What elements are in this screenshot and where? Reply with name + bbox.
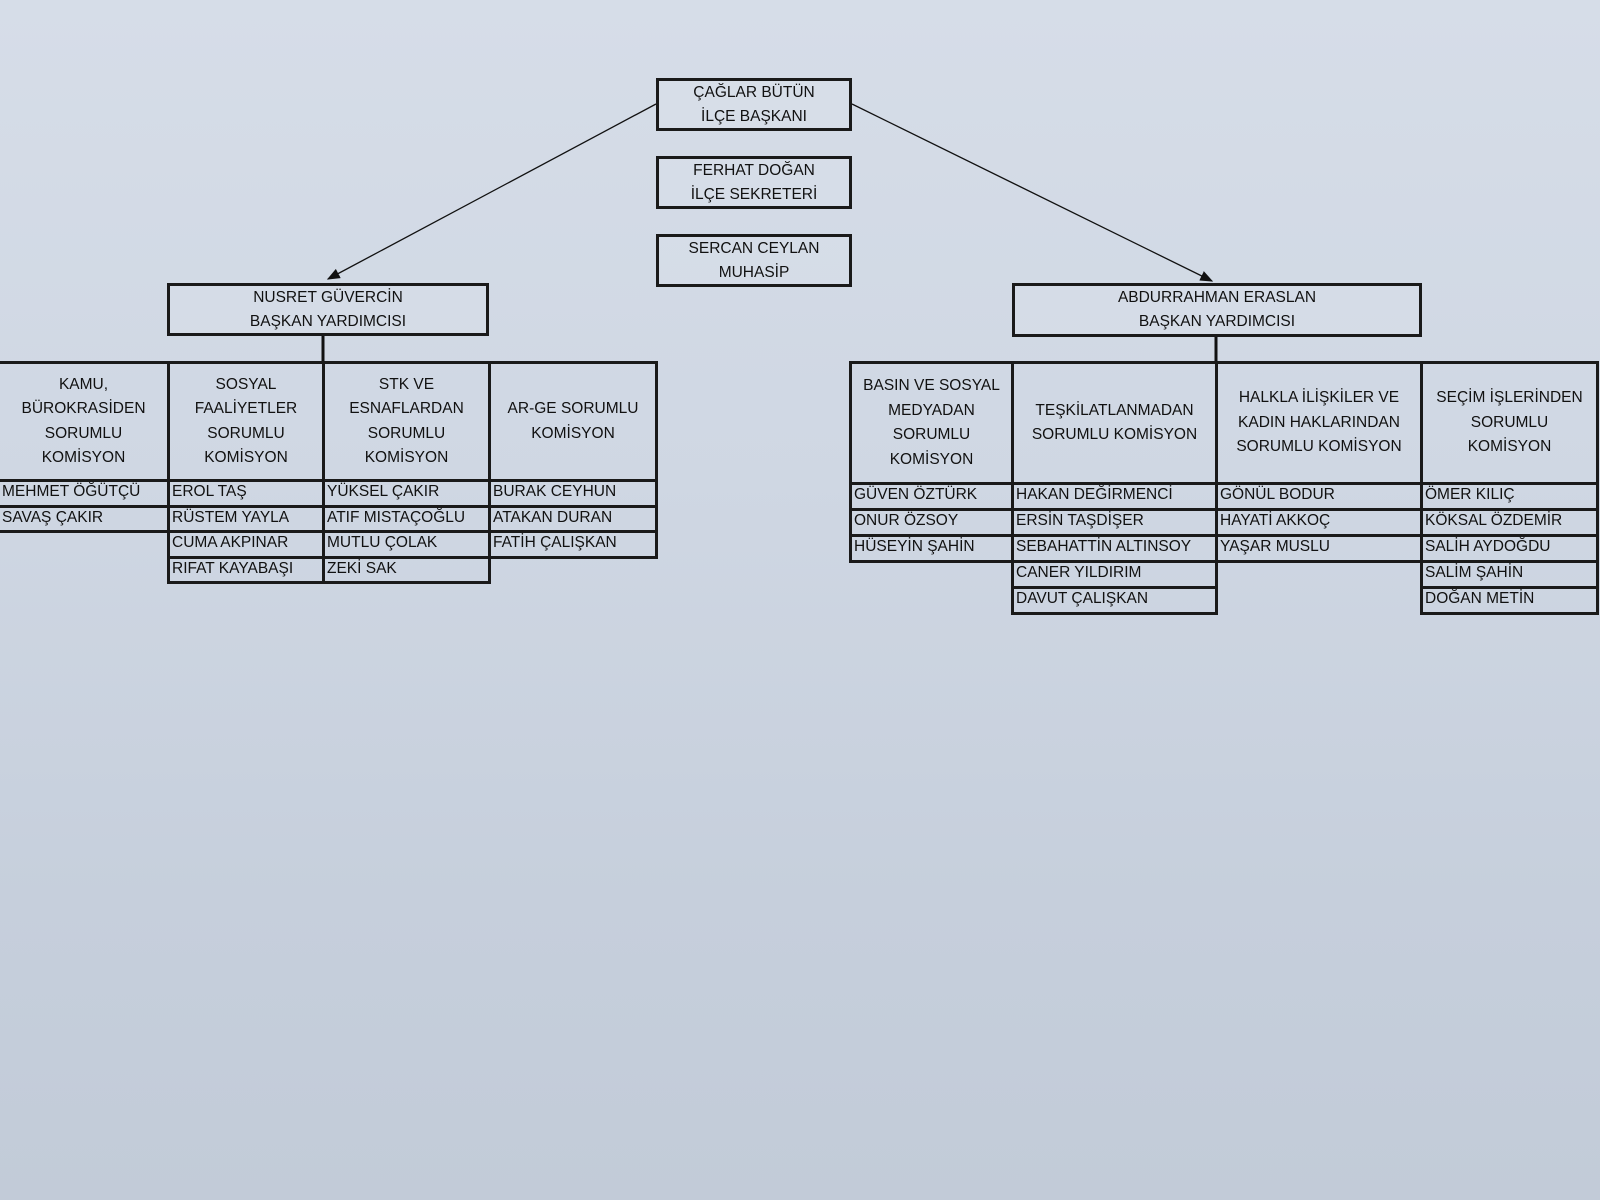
member-row: ERSİN TAŞDİŞER <box>1011 508 1218 537</box>
member-row: EROL TAŞ <box>167 479 325 508</box>
member-row: HÜSEYİN ŞAHİN <box>849 534 1014 563</box>
member-row: YÜKSEL ÇAKIR <box>322 479 491 508</box>
member-row: GÜVEN ÖZTÜRK <box>849 482 1014 511</box>
member-row: BURAK CEYHUN <box>488 479 658 508</box>
member-row: CANER YILDIRIM <box>1011 560 1218 589</box>
member-row: SAVAŞ ÇAKIR <box>0 504 170 533</box>
member-row: ONUR ÖZSOY <box>849 508 1014 537</box>
secretary-name: FERHAT DOĞAN <box>693 161 815 179</box>
member-row: RIFAT KAYABAŞI <box>167 555 325 584</box>
member-row: ÖMER KILIÇ <box>1420 482 1599 511</box>
member-row: DAVUT ÇALIŞKAN <box>1011 586 1218 615</box>
secretary-box: FERHAT DOĞAN İLÇE SEKRETERİ <box>656 156 852 209</box>
member-row: SALİH AYDOĞDU <box>1420 534 1599 563</box>
commission-title: AR-GE SORUMLU KOMİSYON <box>488 361 658 482</box>
member-row: SEBAHATTİN ALTINSOY <box>1011 534 1218 563</box>
deputy-right-title: BAŞKAN YARDIMCISI <box>1138 313 1296 330</box>
member-row: KÖKSAL ÖZDEMİR <box>1420 508 1599 537</box>
member-row: YAŞAR MUSLU <box>1215 534 1423 563</box>
accountant-box: SERCAN CEYLAN MUHASİP <box>656 234 852 287</box>
chairman-box: ÇAĞLAR BÜTÜN İLÇE BAŞKANI <box>656 78 852 131</box>
member-row: HAKAN DEĞİRMENCİ <box>1011 482 1218 511</box>
commission-title: HALKLA İLİŞKİLER VE KADIN HAKLARINDAN SO… <box>1215 361 1423 485</box>
member-row: CUMA AKPINAR <box>167 530 325 559</box>
commission-title: SOSYAL FAALİYETLER SORUMLU KOMİSYON <box>167 361 325 482</box>
member-row: SALİM ŞAHİN <box>1420 560 1599 589</box>
secretary-title: İLÇE SEKRETERİ <box>690 185 818 203</box>
member-row: FATİH ÇALIŞKAN <box>488 530 658 559</box>
commission-title: KAMU, BÜROKRASİDEN SORUMLU KOMİSYON <box>0 361 170 482</box>
connector-arrow-left <box>326 103 657 280</box>
accountant-title: MUHASİP <box>718 263 790 281</box>
commission-title: STK VE ESNAFLARDAN SORUMLU KOMİSYON <box>322 361 491 482</box>
chairman-title: İLÇE BAŞKANI <box>701 107 807 125</box>
deputy-right-box: ABDURRAHMAN ERASLAN BAŞKAN YARDIMCISI <box>1012 283 1422 337</box>
member-row: ATAKAN DURAN <box>488 504 658 533</box>
member-row: DOĞAN METİN <box>1420 586 1599 615</box>
connector-arrow-right <box>851 103 1214 282</box>
deputy-left-name: NUSRET GÜVERCİN <box>253 288 403 306</box>
commission-title: BASIN VE SOSYAL MEDYADAN SORUMLU KOMİSYO… <box>849 361 1014 485</box>
deputy-left-title: BAŞKAN YARDIMCISI <box>249 312 407 330</box>
member-row: MEHMET ÖĞÜTÇÜ <box>0 479 170 508</box>
accountant-name: SERCAN CEYLAN <box>688 239 820 257</box>
member-row: ATIF MISTAÇOĞLU <box>322 504 491 533</box>
commission-title: SEÇİM İŞLERİNDEN SORUMLU KOMİSYON <box>1420 361 1599 485</box>
commission-title: TEŞKİLATLANMADAN SORUMLU KOMİSYON <box>1011 361 1218 485</box>
member-row: HAYATİ AKKOÇ <box>1215 508 1423 537</box>
member-row: RÜSTEM YAYLA <box>167 504 325 533</box>
chairman-name: ÇAĞLAR BÜTÜN <box>693 83 815 101</box>
member-row: GÖNÜL BODUR <box>1215 482 1423 511</box>
deputy-left-box: NUSRET GÜVERCİN BAŞKAN YARDIMCISI <box>167 283 489 336</box>
deputy-right-name: ABDURRAHMAN ERASLAN <box>1117 289 1317 306</box>
member-row: MUTLU ÇOLAK <box>322 530 491 559</box>
member-row: ZEKİ SAK <box>322 555 491 584</box>
